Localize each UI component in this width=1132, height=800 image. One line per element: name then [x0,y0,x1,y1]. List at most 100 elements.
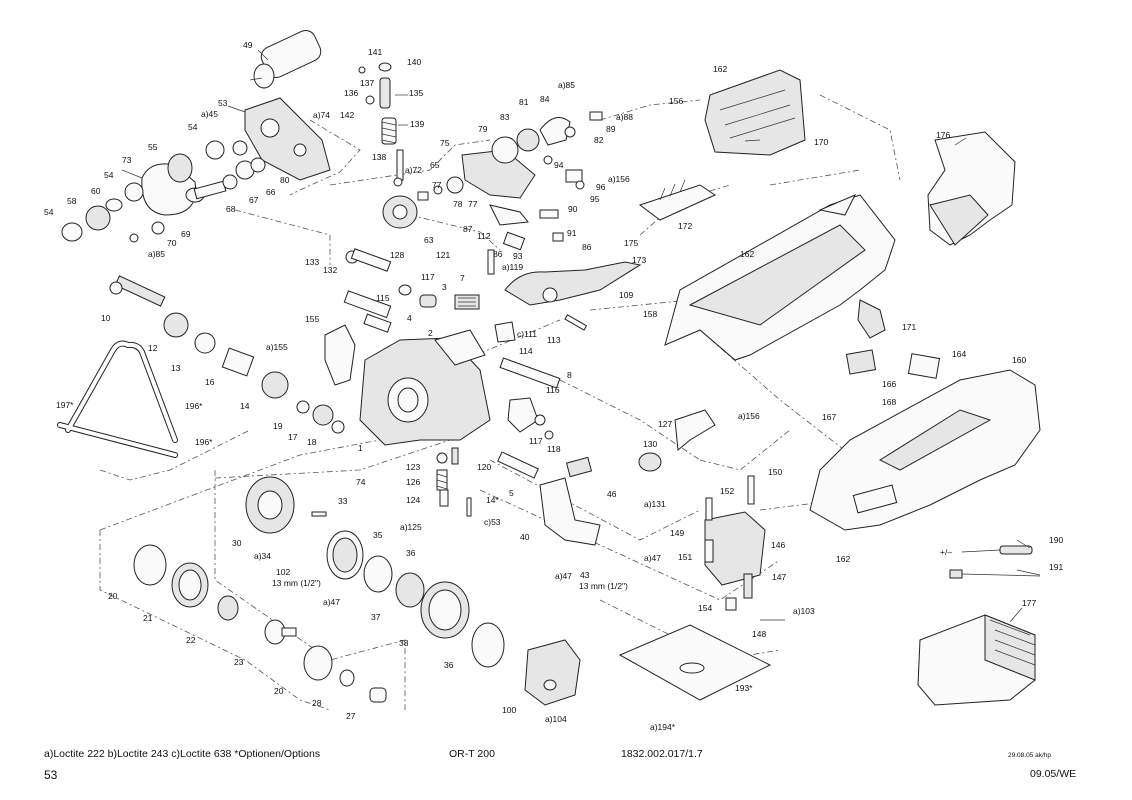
part-label: 68 [226,204,236,214]
part-label: 141 [368,47,382,57]
small-pins-150-152 [705,475,785,621]
part-label: 196* [185,401,203,411]
tension-pad-7 [454,249,495,310]
part-label: 197* [56,400,74,410]
part-label: 37 [371,612,381,622]
part-label: 12 [148,343,158,353]
carry-handle-196 [57,340,178,458]
model-name: OR-T 200 [449,748,495,760]
part-label: 70 [167,238,177,248]
part-label: 170 [814,137,828,147]
part-label: 117 [421,272,435,282]
part-label: 86 [582,242,592,252]
part-label: 17 [288,432,298,442]
part-label: a)119 [502,262,523,272]
part-label: 162 [740,249,754,259]
part-label: 118 [547,444,561,454]
part-label: 2 [428,328,433,338]
part-label: 96 [596,182,606,192]
part-label: 95 [590,194,600,204]
part-label: 79 [478,124,488,134]
part-label: 69 [181,229,191,239]
mount-100 [524,639,581,706]
part-label: 150 [768,467,782,477]
part-label: a)47 [644,553,661,563]
edition-code: 09.05/WE [1030,768,1077,780]
part-label: 135 [409,88,423,98]
part-label: 66 [266,187,276,197]
part-label: 75 [440,138,450,148]
part-label: 164 [952,349,966,359]
part-label: 147 [772,572,786,582]
part-label: 160 [1012,355,1026,365]
part-label: 113 [547,335,561,345]
part-label: 36 [444,660,454,670]
part-label: 77 [468,199,478,209]
pulley-stack-58 [61,182,165,243]
part-label: 13 mm (1/2") [579,581,628,591]
part-label: a)34 [254,551,271,561]
part-label: 123 [406,462,420,472]
part-label: 173 [632,255,646,265]
gear-stack-21 [133,544,387,703]
part-label: a)45 [201,109,218,119]
part-label: 148 [752,629,766,639]
bracket-155 [324,324,356,386]
part-label: 54 [44,207,54,217]
part-label: 115 [376,293,390,303]
control-box-146 [704,511,766,586]
part-label: 13 mm (1/2") [272,578,321,588]
part-label: 14 [240,401,250,411]
part-label: 13 [171,363,181,373]
page-number: 53 [44,768,58,782]
part-label: 84 [540,94,550,104]
part-label: 149 [670,528,684,538]
part-label: 126 [406,477,420,487]
part-label: 28 [312,698,322,708]
part-label: a)85 [558,80,575,90]
part-label: 35 [373,530,383,540]
part-label: c)53 [484,517,501,527]
part-label: 20 [108,591,118,601]
motor-49 [249,30,322,89]
part-label: 90 [568,204,578,214]
part-label: a)47 [323,597,340,607]
part-labels: 49 141 140 137 135 136 142 139 138 53 a)… [44,40,1063,732]
rocker-arm-40 [539,477,601,546]
part-label: 138 [372,152,386,162]
gearbox-housing-53 [244,97,331,181]
part-label: a)47 [555,571,572,581]
part-label: 54 [188,122,198,132]
document-number: 1832.002.017/1.7 [621,748,703,760]
part-label: 63 [424,235,434,245]
part-label: 130 [643,439,657,449]
base-plate-193 [618,624,772,701]
part-label: 109 [619,290,633,300]
part-label: 166 [882,379,896,389]
contact-plate-172 [638,179,717,221]
part-label: 137 [360,78,374,88]
revision-date: 29.08.05 ak/hp [1008,752,1052,759]
part-label: 190 [1049,535,1063,545]
part-label: 121 [436,250,450,260]
shaft-8 [499,357,561,389]
part-label: 80 [280,175,290,185]
part-label: 176 [936,130,950,140]
part-label: 5 [509,488,514,498]
part-label: a)72 [405,165,422,175]
part-label: 60 [91,186,101,196]
part-label: 21 [143,613,153,623]
part-label: 172 [678,221,692,231]
part-label: 65 [430,160,440,170]
part-label: a)88 [616,112,633,122]
gear-set-81 [491,111,603,190]
cover-170 [704,69,806,156]
part-label: 167 [822,412,836,422]
part-label: 91 [567,228,577,238]
part-label: 102 [276,567,290,577]
shaft-10 [109,275,166,307]
part-label: a)125 [400,522,422,532]
part-label: 73 [122,155,132,165]
part-label: 175 [624,238,638,248]
part-label: c)111 [517,329,537,339]
